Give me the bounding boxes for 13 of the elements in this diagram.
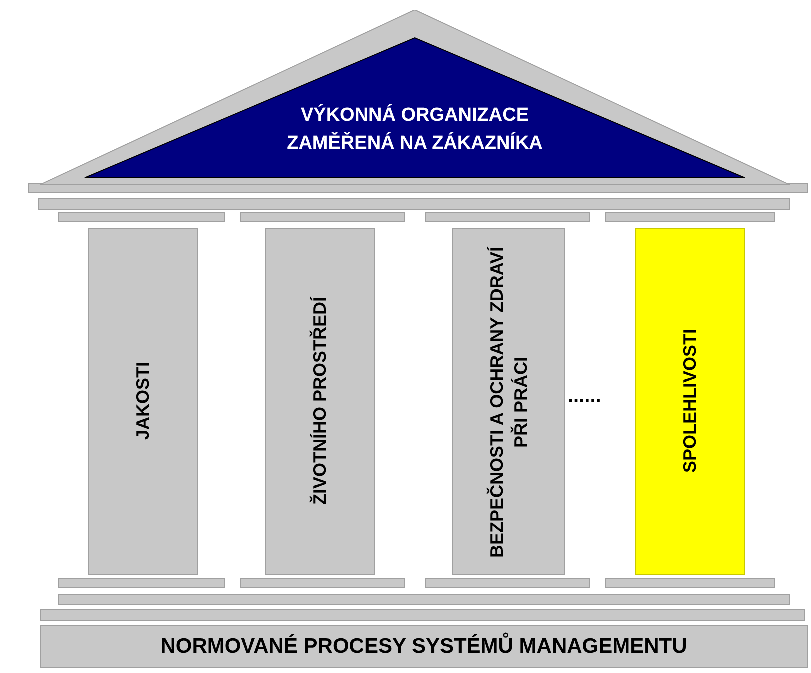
pillar [452,228,565,575]
pillar [88,228,198,575]
pillar [635,228,745,575]
roof-label: VÝKONNÁ ORGANIZACE ZAMĚŘENÁ NA ZÁKAZNÍKA [286,103,544,156]
pillar [265,228,375,575]
foundation-band [40,625,808,668]
foundation-label: NORMOVANÉ PROCESY SYSTÉMŮ MANAGEMENTU [160,634,688,658]
pillar-label: BEZPEČNOSTI A OCHRANY ZDRAVÍ PŘI PRÁCI [486,244,532,560]
pillar-label: JAKOSTI [132,362,154,440]
pillar-label: ŽIVOTNÍHO PROSTŘEDÍ [308,297,331,506]
roof [40,10,790,185]
ellipsis-label: ...... [568,385,602,408]
pillar-label: SPOLEHLIVOSTI [679,329,701,474]
